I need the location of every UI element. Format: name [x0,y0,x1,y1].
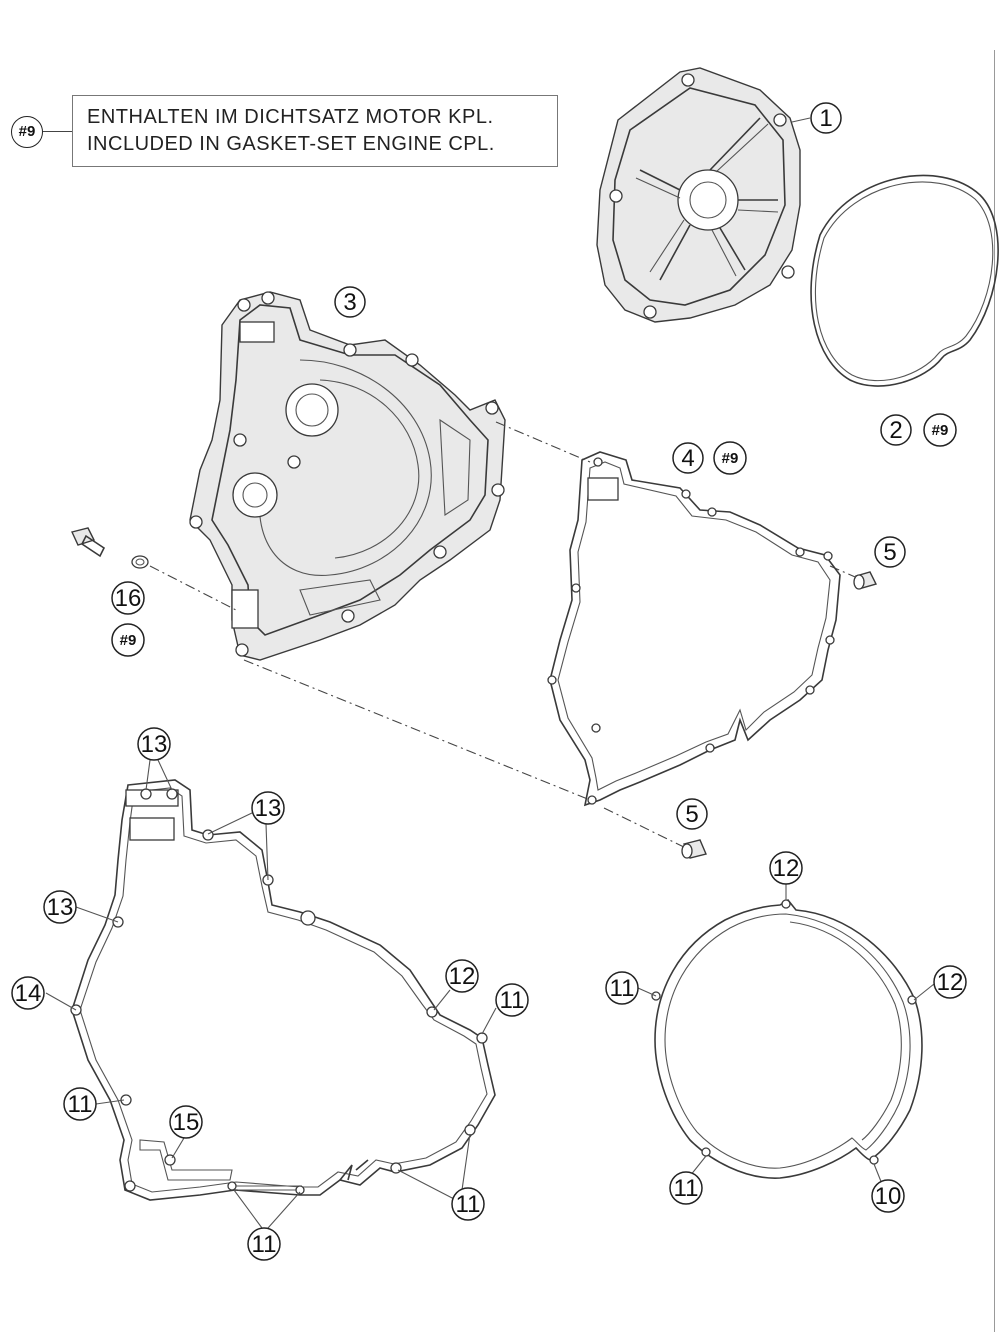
svg-text:11: 11 [500,987,525,1014]
callout-4: 4 [672,442,704,474]
part-clutch-cover[interactable] [596,67,801,323]
callout-11: 11 [669,1171,703,1205]
callout-10: 10 [871,1179,905,1213]
callout-12: 12 [933,965,967,999]
svg-text:12: 12 [449,963,476,990]
callout-16: 16 [111,581,145,615]
svg-text:14: 14 [15,980,42,1007]
svg-text:12: 12 [773,855,800,882]
callout-2-ref: #9 [923,413,957,447]
callout-15: 15 [169,1105,203,1139]
legend-ref-badge: #9 [11,116,43,148]
callout-11: 11 [247,1227,281,1261]
callout-11: 11 [63,1087,97,1121]
svg-text:5: 5 [685,801,698,828]
callout-1: 1 [810,102,842,134]
leader-lines [45,117,935,1229]
svg-text:10: 10 [875,1183,902,1210]
alignment-line [495,421,591,463]
legend-text-german: ENTHALTEN IM DICHTSATZ MOTOR KPL. [87,106,494,128]
page-edge-line [994,50,995,1332]
callout-14: 14 [11,976,45,1010]
callout-2: 2 [880,414,912,446]
svg-text:11: 11 [252,1231,277,1258]
callout-13: 13 [137,727,171,761]
part-screw[interactable] [71,527,149,569]
svg-text:2: 2 [889,417,902,444]
callout-3: 3 [334,286,366,318]
alignment-line [243,659,591,801]
svg-text:3: 3 [343,289,356,316]
legend-text-english: INCLUDED IN GASKET-SET ENGINE CPL. [87,133,495,155]
svg-text:11: 11 [674,1175,699,1202]
svg-text:15: 15 [173,1109,200,1136]
alignment-line [149,565,237,611]
callout-12: 12 [769,851,803,885]
callout-11: 11 [605,971,639,1005]
callout-12: 12 [445,959,479,993]
callout-13: 13 [251,791,285,825]
callout-4-ref: #9 [713,441,747,475]
callout-5: 5 [874,536,906,568]
callout-16-ref: #9 [111,623,145,657]
svg-text:11: 11 [68,1091,93,1118]
part-gasket-large[interactable] [70,779,496,1201]
svg-text:13: 13 [47,894,74,921]
svg-text:#9: #9 [722,450,739,467]
legend-leader-line [43,131,72,132]
svg-text:11: 11 [610,975,635,1002]
part-dowel-pin[interactable] [853,571,878,590]
svg-text:4: 4 [681,445,694,472]
svg-text:#9: #9 [932,422,949,439]
alignment-line [603,807,691,851]
part-dowel-pin[interactable] [681,839,707,859]
part-gasket-inner[interactable] [547,451,841,807]
svg-text:#9: #9 [120,632,137,649]
svg-text:13: 13 [255,795,282,822]
part-o-ring[interactable] [810,174,999,387]
svg-text:13: 13 [141,731,168,758]
callout-5: 5 [676,798,708,830]
callout-11: 11 [495,983,529,1017]
svg-text:11: 11 [456,1191,481,1218]
svg-text:16: 16 [115,585,142,612]
part-cover-housing[interactable] [189,291,506,661]
callout-13: 13 [43,890,77,924]
callout-11: 11 [451,1187,485,1221]
svg-text:12: 12 [937,969,964,996]
part-gasket-round[interactable] [651,898,923,1179]
svg-text:1: 1 [819,105,832,132]
legend-box: ENTHALTEN IM DICHTSATZ MOTOR KPL. INCLUD… [72,95,558,167]
svg-text:5: 5 [883,539,896,566]
